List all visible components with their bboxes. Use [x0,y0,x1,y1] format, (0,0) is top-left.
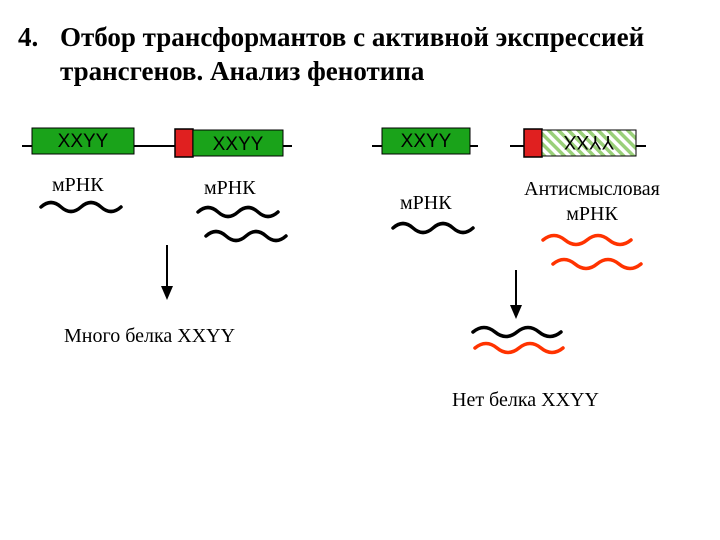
native-mrna-wave [39,200,123,214]
native-gene-label: XXYY [58,131,109,152]
title-line-1: Отбор трансформантов с активной экспресс… [60,22,645,52]
duplex-antisense-strand [473,341,565,355]
overexpression-promoter [174,128,194,158]
overexpression-gene-box [192,129,284,157]
native-mrna-label: мРНК [52,174,104,196]
native-gene-construct: XXYY [22,127,165,155]
antisense-gene-label: YYXX [563,131,614,152]
overexpression-mrna-wave-2 [204,229,288,243]
antisense-mrna-wave-1 [541,233,633,247]
antisense-native-mrna-wave [391,221,475,235]
overexpression-result: Много белка XXYY [64,325,235,347]
antisense-label-line-2: мРНК [566,203,618,225]
duplex-sense-strand [471,325,563,339]
native-gene-box [31,127,135,155]
antisense-arrow [510,270,522,319]
overexpression-mrna-label: мРНК [204,177,256,199]
overexpression-arrow [161,245,173,300]
title-line-2: трансгенов. Анализ фенотипа [60,56,425,86]
overexpression-construct: XXYY [165,128,292,158]
duplex-rna [471,325,565,355]
antisense-label-line-1: Антисмысловая [524,178,660,200]
antisense-native-gene-label: XXYY [401,131,452,152]
antisense-result: Нет белка XXYY [452,389,599,411]
antisense-gene-box [541,129,637,157]
antisense-construct-native: XXYY [372,127,478,155]
antisense-mrna-wave-2 [551,257,643,271]
antisense-promoter [523,128,543,158]
title-number: 4. [18,22,39,52]
antisense-native-gene-box [381,127,471,155]
antisense-construct-transgene: YYXX [510,128,646,158]
overexpression-mrna-wave-1 [196,205,280,219]
antisense-native-mrna-label: мРНК [400,192,452,214]
overexpression-gene-label: XXYY [213,134,264,155]
